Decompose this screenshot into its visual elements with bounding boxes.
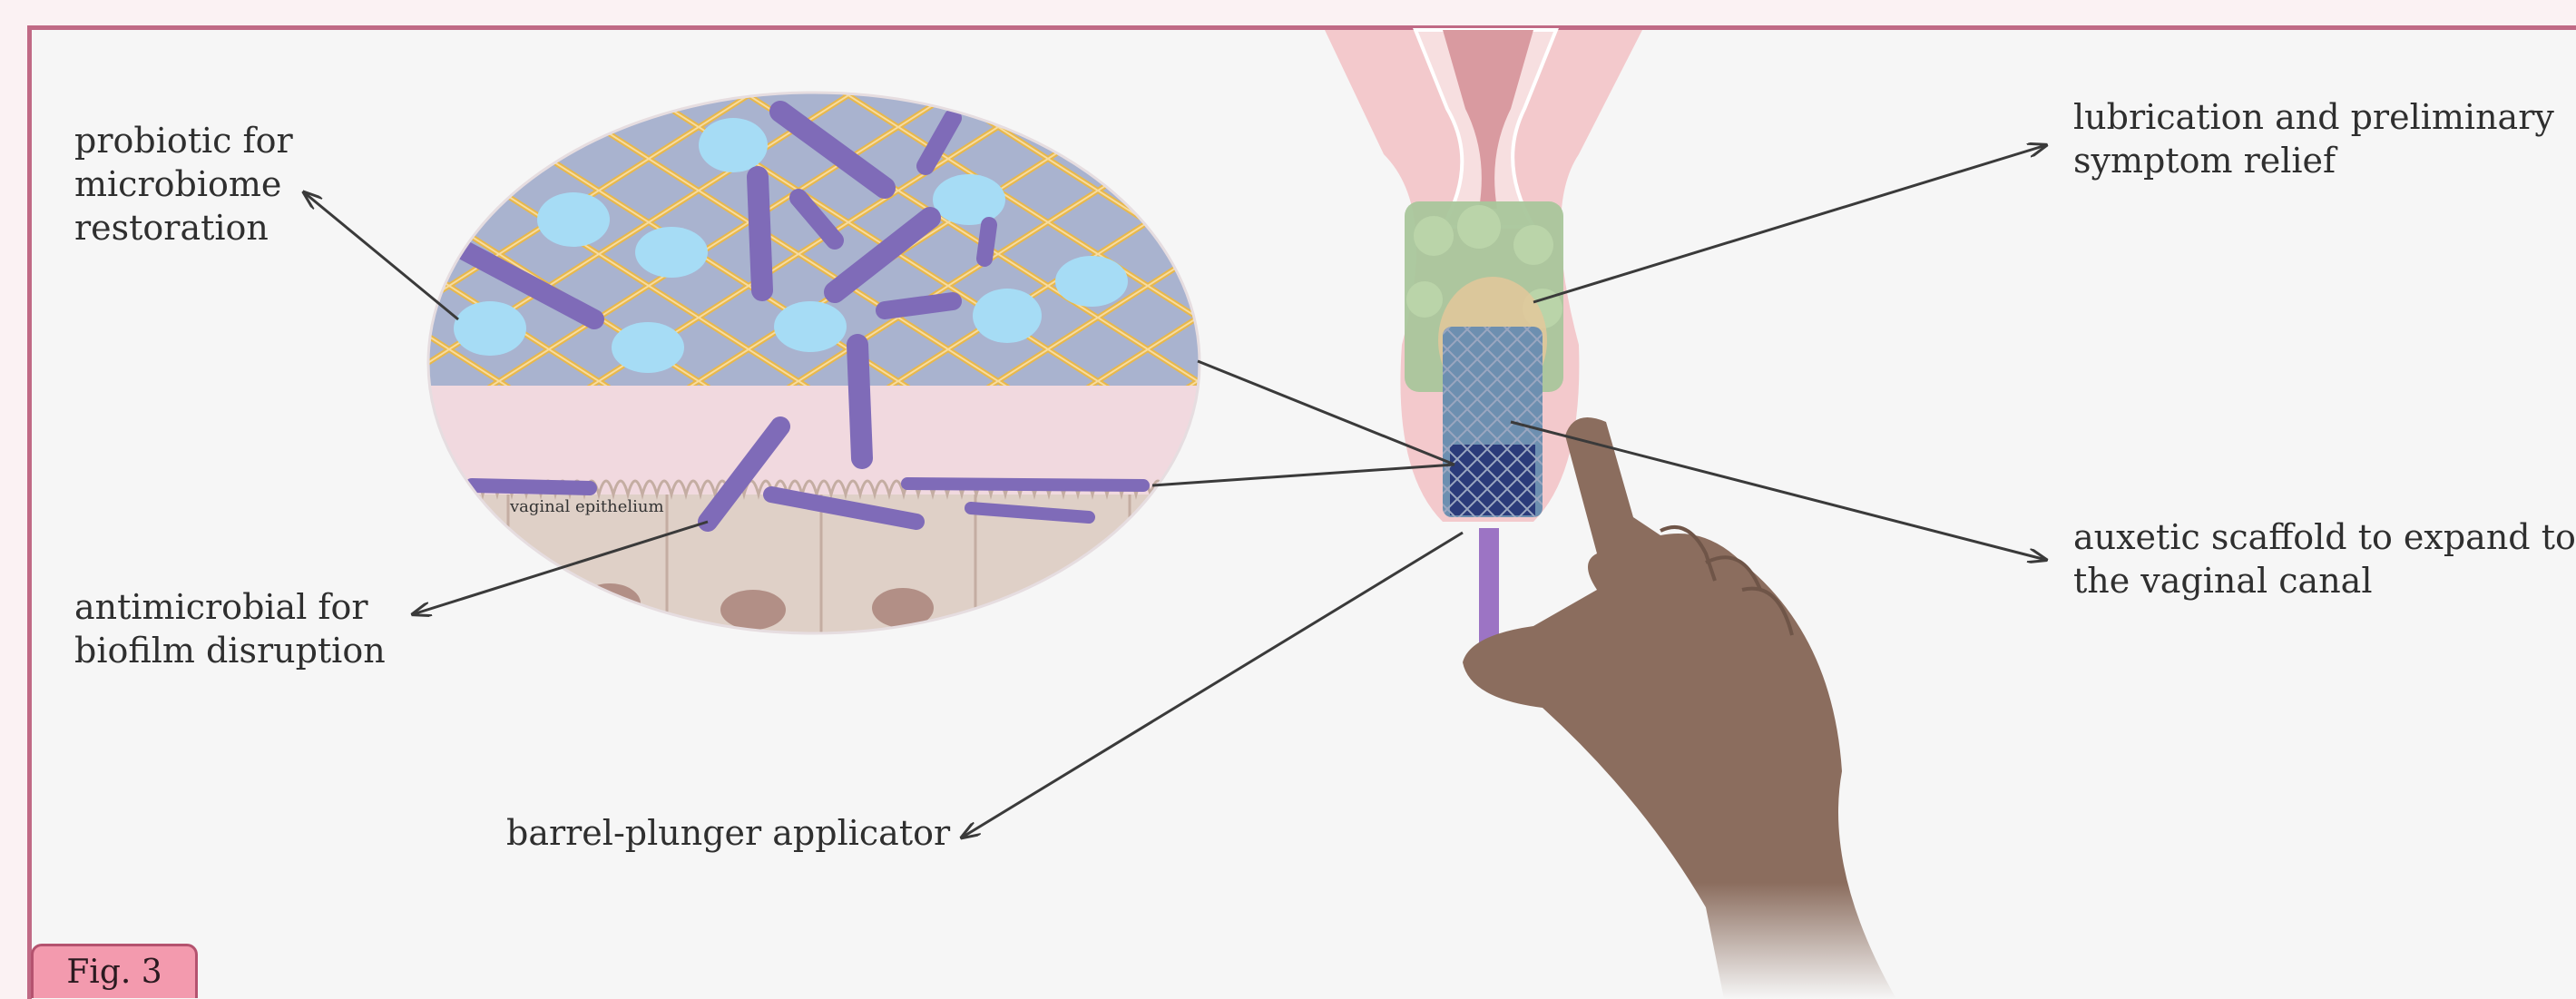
label-antimicrobial: antimicrobial for biofilm disruption	[74, 585, 386, 672]
label-lubrication: lubrication and preliminary symptom reli…	[2073, 95, 2554, 182]
label-epithelium: vaginal epithelium	[510, 497, 664, 516]
label-probiotic: probiotic for microbiome restoration	[74, 119, 293, 250]
mucus-layer	[417, 386, 1216, 495]
figure-number-badge: Fig. 3	[31, 944, 198, 998]
label-scaffold: auxetic scaffold to expand to the vagina…	[2073, 515, 2576, 602]
leader-lubrication	[1533, 145, 2046, 302]
label-applicator: barrel-plunger applicator	[506, 811, 950, 855]
leader-probiotic	[304, 192, 458, 319]
leader-inset-bottom	[1152, 465, 1455, 485]
epithelial-cells	[417, 495, 1216, 640]
magnified-inset	[417, 86, 1216, 640]
